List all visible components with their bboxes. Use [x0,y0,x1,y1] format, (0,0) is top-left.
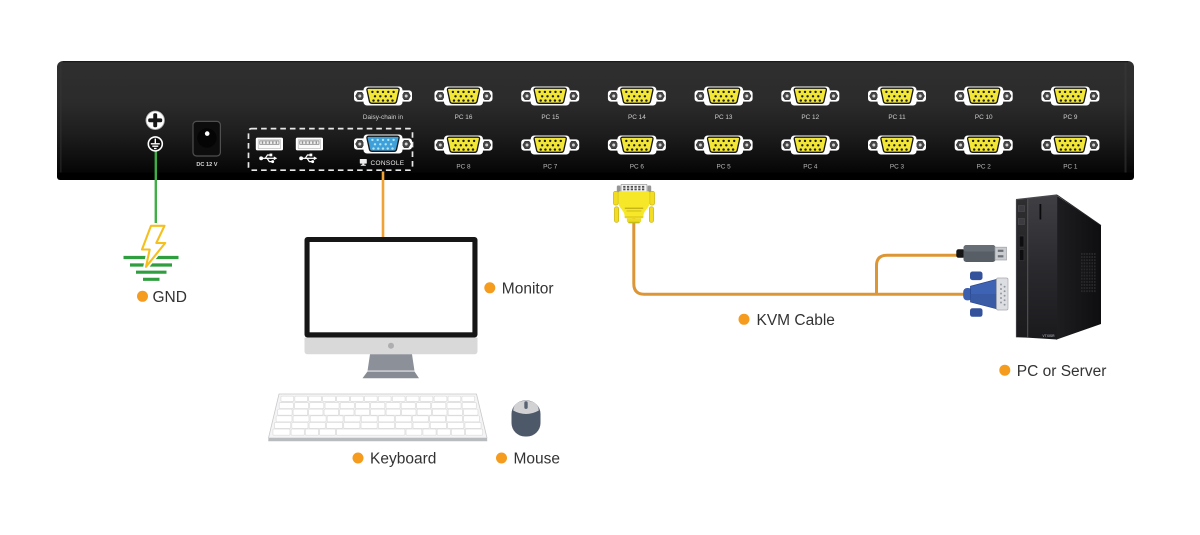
svg-text:PC 7: PC 7 [543,163,558,170]
svg-text:PC 13: PC 13 [715,114,733,121]
svg-text:CONSOLE: CONSOLE [371,160,405,167]
svg-text:PC 9: PC 9 [1063,114,1078,121]
svg-text:PC 5: PC 5 [716,163,731,170]
svg-text:PC 11: PC 11 [888,114,906,121]
svg-text:PC 10: PC 10 [975,114,993,121]
svg-text:Daisy-chain in: Daisy-chain in [363,114,404,121]
svg-text:PC or Server: PC or Server [1017,363,1107,380]
svg-text:Mouse: Mouse [514,451,561,468]
svg-text:PC 14: PC 14 [628,114,646,121]
svg-text:GND: GND [153,289,187,306]
svg-text:Monitor: Monitor [502,280,554,297]
svg-text:PC 16: PC 16 [455,114,473,121]
svg-text:PC 12: PC 12 [801,114,819,121]
svg-text:KVM Cable: KVM Cable [757,312,835,329]
svg-text:PC 15: PC 15 [541,114,559,121]
svg-text:PC 4: PC 4 [803,163,818,170]
svg-text:VTXISR: VTXISR [1042,334,1055,338]
svg-text:PC 3: PC 3 [890,163,905,170]
svg-text:PC 6: PC 6 [630,163,645,170]
svg-text:Keyboard: Keyboard [370,451,436,468]
svg-text:DC 12 V: DC 12 V [196,162,217,168]
svg-text:PC 1: PC 1 [1063,163,1078,170]
svg-text:PC 2: PC 2 [977,163,992,170]
svg-text:PC 8: PC 8 [456,163,471,170]
